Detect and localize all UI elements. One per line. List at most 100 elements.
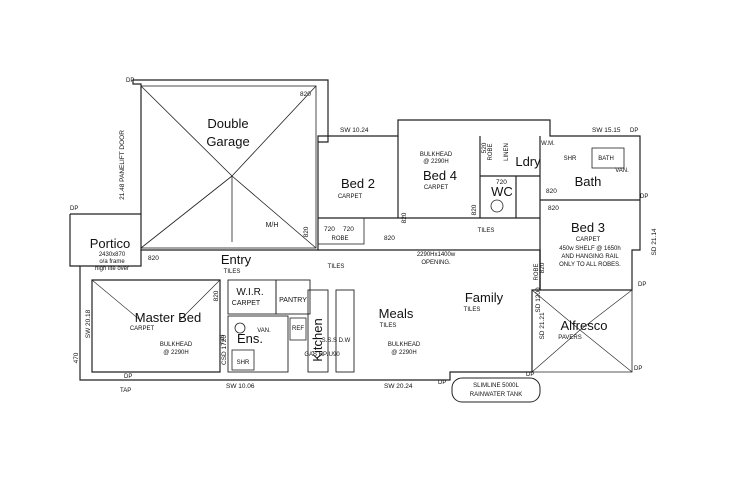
rainwater-tank [451, 377, 541, 403]
alfresco-floor: PAVERS [558, 335, 581, 341]
bed3-floor: CARPET [576, 237, 601, 243]
room-bed2: Bed 2 [341, 176, 375, 191]
robe-bed2 [317, 217, 365, 245]
room-alfresco: Alfresco [561, 318, 608, 333]
bed3-note2: AND HANGING RAIL [561, 254, 619, 260]
toilet-wc [490, 199, 504, 213]
door-bed2: 820 [384, 235, 395, 242]
downpipe-label: DP [526, 372, 534, 378]
kitchen-gas: GAS HP/U90 [304, 352, 340, 358]
bed3-note3: ONLY TO ALL ROBES. [559, 262, 621, 268]
ensuite-box [227, 315, 289, 373]
room-wc: WC [491, 184, 513, 199]
door-wc: 720 [496, 179, 507, 186]
room-meals: Meals [379, 306, 414, 321]
downpipe-label: DP [124, 374, 132, 380]
door-hall: 820 [471, 204, 478, 215]
bed2-floor: CARPET [338, 194, 363, 200]
downpipe-label: DP [126, 78, 134, 84]
door-garage-side: 820 [303, 226, 310, 237]
meals-bulkhead: BULKHEAD [388, 342, 421, 348]
room-master-bed: Master Bed [135, 310, 201, 325]
master-bulkhead: BULKHEAD [160, 342, 193, 348]
dim-sw-15-15: SW 15.15 [592, 127, 621, 134]
manhole-label: M/H [266, 222, 279, 229]
door-bed4: 820 [401, 212, 408, 223]
pantry-box [275, 279, 311, 315]
garage-inner [140, 85, 317, 249]
dim-sw-10-24: SW 10.24 [340, 127, 369, 134]
tank-line2: RAINWATER TANK [470, 392, 522, 398]
portico-note2: high lite over [95, 266, 129, 272]
fridge-label: REF [292, 326, 304, 332]
dim-csd-1720: CSD 1720 [221, 335, 228, 365]
room-garage-line1: Double [207, 116, 248, 131]
robe-label: ROBE [331, 236, 348, 242]
door-robe-left: 720 [324, 226, 335, 233]
room-pantry: PANTRY [279, 297, 307, 304]
bed4-floor: CARPET [424, 185, 449, 191]
door-linen: 520 [481, 142, 488, 153]
bath-shower-label: SHR [564, 156, 577, 162]
downpipe-label: DP [638, 282, 646, 288]
room-garage-line2: Garage [206, 134, 249, 149]
tank-line1: SLIMLINE 5000L [473, 383, 519, 389]
master-bulkhead-height: @ 2290H [163, 350, 188, 356]
door-robe-right: 720 [343, 226, 354, 233]
bed3-note1: 450w SHELF @ 1650h [559, 246, 620, 252]
room-entry: Entry [221, 252, 252, 267]
dim-sd-21-21: SD 21.21 [539, 312, 546, 339]
linen-label: LINEN [504, 143, 510, 161]
door-wir: 820 [213, 290, 220, 301]
portico-size: 2430x870 [99, 252, 126, 258]
master-bed-walls [91, 279, 221, 373]
kitchen-dw: S.S.S D.W [322, 338, 351, 344]
portico-note1: o/a frame [99, 259, 125, 265]
ensuite-shower-label: SHR [237, 360, 250, 366]
bed4-bulkhead-height: @ 2290H [423, 159, 448, 165]
room-family: Family [465, 290, 504, 305]
door-bath: 820 [548, 205, 559, 212]
portico-outline [69, 213, 141, 267]
door-portico: 820 [148, 255, 159, 262]
ensuite-vanity-label: VAN. [257, 328, 271, 334]
bed4-bulkhead: BULKHEAD [420, 152, 453, 158]
door-garage-top: 820 [300, 91, 311, 98]
centre-tiles: TILES [328, 264, 345, 270]
downpipe-label: DP [640, 194, 648, 200]
toilet-ens [234, 322, 246, 334]
tap-label: TAP [120, 388, 131, 394]
room-bed3: Bed 3 [571, 220, 605, 235]
shower-ens [231, 349, 255, 371]
ref-box [289, 317, 307, 341]
downpipe-label: DP [70, 206, 78, 212]
master-floor: CARPET [130, 326, 155, 332]
panelift-door-label: 21.48 PANELIFT DOOR [119, 130, 126, 200]
garage-outline [132, 79, 329, 251]
family-floor: TILES [464, 307, 481, 313]
washing-machine-label: W.M. [541, 141, 555, 147]
entry-floor: TILES [224, 269, 241, 275]
dim-sd-1200: SD 1200 [535, 287, 542, 313]
dim-sw-10-06: SW 10.06 [226, 383, 255, 390]
opening-size: 2290Hx1400w [417, 252, 456, 258]
bath-tub-label: BATH [598, 156, 614, 162]
kitchen-island [335, 289, 355, 373]
room-kitchen: Kitchen [310, 318, 325, 361]
opening-label: OPENING. [421, 260, 451, 266]
door-bed3-robe: 820 [539, 262, 546, 273]
door-ens: 720 [219, 334, 226, 345]
room-bath: Bath [575, 174, 602, 189]
kitchen-bench [307, 289, 329, 373]
dim-sd-21-14: SD 21.14 [651, 228, 658, 255]
bath-vanity-label: VAN. [615, 168, 629, 174]
room-portico: Portico [90, 236, 130, 251]
alfresco-outline [532, 289, 633, 373]
ldry-robe-label: ROBE [488, 143, 494, 160]
bed3-robe-label: ROBE [534, 263, 540, 280]
room-laundry: Ldry [515, 154, 541, 169]
room-wir: W.I.R. [236, 287, 263, 298]
bath-tub [591, 147, 625, 169]
meals-floor: TILES [380, 323, 397, 329]
